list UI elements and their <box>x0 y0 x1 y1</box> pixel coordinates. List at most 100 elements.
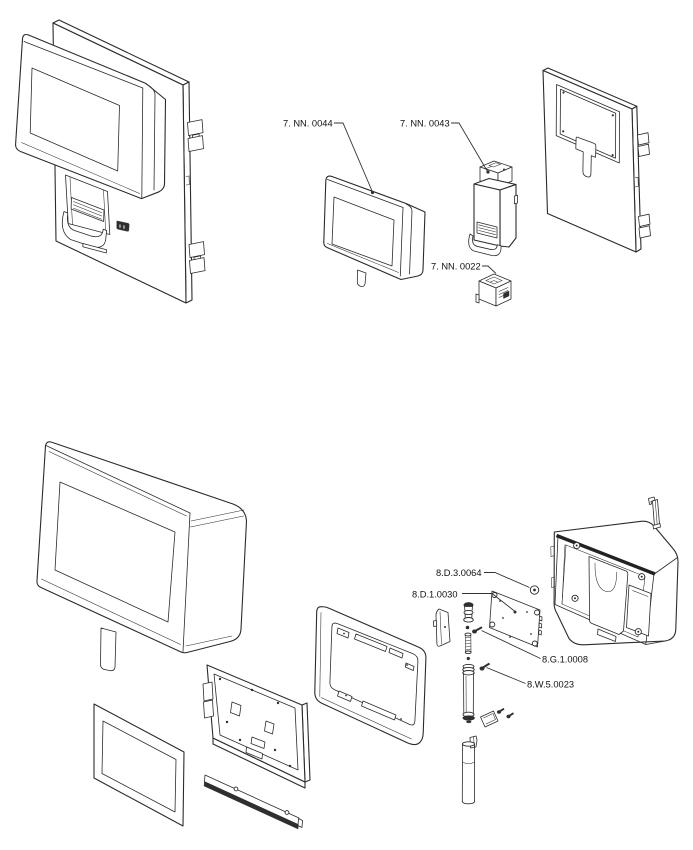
frame-screw-dot <box>562 91 565 94</box>
right-pocket-step <box>632 590 649 597</box>
display-bezel-step <box>48 451 187 517</box>
housing-edge-notch <box>550 545 556 588</box>
pcb-connector <box>538 615 543 636</box>
display-bottom-lip <box>21 142 141 194</box>
label-8d30064: 8.D.3.0064 <box>436 568 482 578</box>
plate-hole <box>273 748 277 752</box>
module-screen <box>331 196 395 267</box>
display-side-seam <box>185 635 233 647</box>
plate-cutout <box>230 701 242 717</box>
label-7nn0043: 7. NN. 0043 <box>400 119 450 129</box>
rod-threads <box>465 636 472 651</box>
pcb-hole <box>509 636 511 638</box>
screw-boss-dot <box>640 575 643 578</box>
panel-notch <box>634 176 639 188</box>
tower-side-face <box>499 183 517 248</box>
leader-7nn0044 <box>334 122 373 193</box>
tower-chin <box>468 233 502 257</box>
frame-clip <box>337 690 353 702</box>
screw-boss-dot <box>637 630 640 633</box>
standoff-sides <box>463 672 474 714</box>
clamp-inner <box>483 713 496 725</box>
plate-left-tab <box>202 681 214 702</box>
plate-raised-border <box>213 673 299 771</box>
hinge-block <box>187 119 204 136</box>
strip-screw <box>284 810 290 815</box>
frame-screw-dot <box>343 632 345 635</box>
pcb-corner-post <box>531 640 538 647</box>
label-7nn0022: 7. NN. 0022 <box>431 262 481 272</box>
connector-block-7nn0022 <box>475 273 512 307</box>
connector-pins <box>119 224 125 229</box>
plate-hole <box>238 738 242 742</box>
display-front-right-edge <box>182 512 191 652</box>
frame-inner-opening <box>329 622 419 726</box>
connector-pin-dot <box>503 168 505 171</box>
display-shell-seam <box>145 83 156 191</box>
hinge-block <box>638 213 651 227</box>
panel-hook <box>575 136 597 178</box>
rod-top <box>464 632 472 637</box>
label-7nn0044: 7. NN. 0044 <box>283 119 333 129</box>
hinge-block <box>189 257 206 274</box>
leader-7nn0022 <box>482 265 497 274</box>
display-module-7nn0044 <box>323 175 426 288</box>
leader-8d10030 <box>462 593 515 612</box>
screw-boss-dot <box>574 597 576 600</box>
clamp-plate <box>480 707 514 728</box>
block-top-detail <box>485 276 503 285</box>
display-peg <box>100 627 117 672</box>
pcb-corner-post <box>489 621 496 628</box>
leader-8d30064 <box>484 572 530 588</box>
panel-notch <box>185 175 190 186</box>
label-8w50023: 8.W.5.0023 <box>527 680 574 690</box>
housing-left-wall <box>561 544 566 605</box>
housing-center-pocket <box>588 556 629 635</box>
frame-screw-dot <box>345 694 347 697</box>
module-peg <box>356 269 367 288</box>
pcb-plate-8d10030 <box>489 590 543 648</box>
hinge-block <box>638 225 651 239</box>
receipt-slot-line <box>73 201 103 213</box>
screw-shaft <box>482 662 491 669</box>
receipt-slot <box>70 197 105 222</box>
rod-bottom <box>464 650 472 655</box>
frame-screw-dot <box>611 154 614 157</box>
module-front-top-edge <box>327 179 404 208</box>
leader-8g10008 <box>481 630 541 659</box>
cover-plate-fold <box>439 611 442 645</box>
threaded-rod <box>464 632 472 661</box>
knob-flange <box>463 609 474 616</box>
knob-flange <box>463 617 474 623</box>
grommet-8d30064 <box>529 585 540 595</box>
tower-side-notch <box>514 194 518 205</box>
frame-clip <box>361 700 397 721</box>
plate-cutout <box>250 736 266 749</box>
receipt-slot-line <box>73 204 102 217</box>
callouts: 7. NN. 0044 7. NN. 0043 7. NN. 0022 8.D.… <box>283 119 588 690</box>
plate-hole <box>218 677 222 681</box>
pin-foot <box>652 523 661 530</box>
plate-bottom-notch <box>245 746 263 760</box>
label-8d10030: 8.D.1.0030 <box>412 590 458 600</box>
bottom-display-unit <box>36 441 248 672</box>
pocket-scoop-curve <box>594 562 618 593</box>
knob-stack <box>463 602 474 623</box>
hinge-block <box>187 135 204 152</box>
tube-sides <box>461 743 475 802</box>
module-shell-seam <box>405 203 413 275</box>
housing-gasket-bar <box>555 533 656 576</box>
plate-hole <box>250 688 254 692</box>
screw-shaft <box>499 707 505 712</box>
pcb-corner-post <box>534 609 540 616</box>
printer-base-step <box>82 243 107 254</box>
cover-plate-hole <box>444 626 446 628</box>
grommet-center <box>533 588 536 592</box>
leader-8w50023 <box>486 667 526 684</box>
display-front-top-edge <box>45 445 191 514</box>
pin-bar-line <box>654 500 658 526</box>
strip-top <box>204 774 300 826</box>
mounting-door-panel <box>542 67 651 253</box>
module-front-right-edge <box>399 207 404 277</box>
pin-hook <box>648 496 656 505</box>
